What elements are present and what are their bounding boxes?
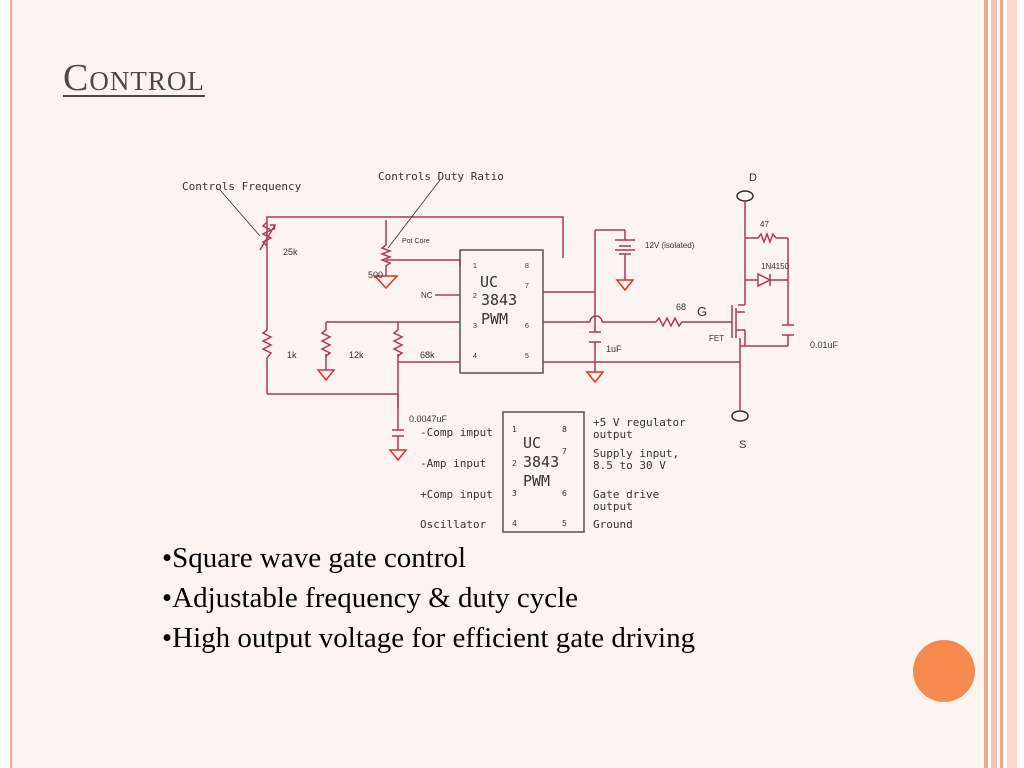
r68-label: 68 bbox=[676, 302, 686, 312]
controls-frequency-label: Controls Frequency bbox=[182, 180, 302, 193]
r68k-label: 68k bbox=[420, 350, 435, 360]
r47-label: 47 bbox=[760, 220, 769, 229]
nc-label: NC bbox=[421, 291, 433, 300]
c0047-label: 0.0047uF bbox=[409, 414, 448, 424]
accent-circle bbox=[913, 640, 975, 702]
chip-legend-pin: 4 bbox=[512, 519, 517, 528]
s-label: S bbox=[739, 439, 746, 451]
slide-title: Control bbox=[63, 57, 205, 99]
chip-top-pin: 3 bbox=[473, 323, 477, 330]
circuit-diagram: Controls Frequency Controls Duty Ratio 2… bbox=[182, 170, 839, 533]
bullet-item: •Adjustable frequency & duty cycle bbox=[162, 582, 579, 614]
fet-label: FET bbox=[709, 334, 724, 343]
chip-top-line2: 3843 bbox=[481, 291, 517, 309]
controls-duty-ratio-label: Controls Duty Ratio bbox=[378, 170, 504, 183]
chip-legend-line3: PWM bbox=[523, 472, 550, 490]
decor-stripe bbox=[1000, 0, 1003, 768]
decor-stripe bbox=[985, 0, 988, 768]
pot-core-label: Pot Core bbox=[402, 238, 430, 245]
slide-frame bbox=[10, 0, 986, 768]
chip-legend-pin: 7 bbox=[562, 447, 567, 456]
chip-top-pin: 7 bbox=[525, 283, 529, 290]
r1k-label: 1k bbox=[287, 350, 297, 360]
chip-top-pin: 5 bbox=[525, 353, 529, 360]
chip-top-pin: 1 bbox=[473, 263, 477, 270]
chip-legend-pin: 1 bbox=[512, 425, 517, 434]
pin-label-right: 8.5 to 30 V bbox=[593, 459, 666, 472]
chip-legend-line1: UC bbox=[523, 434, 541, 452]
c001-label: 0.01uF bbox=[810, 340, 839, 350]
diode-label: 1N4150 bbox=[761, 262, 790, 271]
r25k-label: 25k bbox=[283, 247, 298, 257]
supply-label: 12V (isolated) bbox=[645, 241, 695, 250]
pin-label-right: output bbox=[593, 428, 633, 441]
r12k-label: 12k bbox=[349, 350, 364, 360]
pin-label-right: +5 V regulator bbox=[593, 416, 686, 429]
decor-stripe bbox=[991, 0, 997, 768]
pin-label-right: output bbox=[593, 500, 633, 513]
pin-label-left: +Comp input bbox=[420, 488, 493, 501]
chip-legend-pin: 5 bbox=[562, 519, 567, 528]
bullet-item: •Square wave gate control bbox=[162, 542, 467, 574]
chip-legend-pin: 6 bbox=[562, 489, 567, 498]
pin-label-right: Supply input, bbox=[593, 447, 679, 460]
chip-top-line3: PWM bbox=[481, 310, 508, 328]
g-label: G bbox=[697, 304, 707, 319]
chip-top-pin: 2 bbox=[473, 293, 477, 300]
c1u-label: 1uF bbox=[606, 344, 622, 354]
bullet-item: •High output voltage for efficient gate … bbox=[162, 622, 696, 654]
chip-legend-line2: 3843 bbox=[523, 453, 559, 471]
chip-legend-pin: 3 bbox=[512, 489, 517, 498]
pin-label-right: Ground bbox=[593, 518, 633, 531]
chip-top-pin: 8 bbox=[525, 263, 529, 270]
bullet-list: •Square wave gate control •Adjustable fr… bbox=[162, 538, 782, 658]
d-label: D bbox=[749, 172, 757, 184]
r500-label: 500 bbox=[368, 270, 383, 280]
pin-label-left: -Amp input bbox=[420, 457, 486, 470]
chip-top-pin: 4 bbox=[473, 353, 477, 360]
chip-top-line1: UC bbox=[480, 273, 498, 291]
decor-stripe bbox=[1007, 0, 1017, 768]
chip-legend-pin: 2 bbox=[512, 459, 517, 468]
pin-label-right: Gate drive bbox=[593, 488, 659, 501]
pin-label-left: -Comp imput bbox=[420, 426, 493, 439]
pin-label-left: Oscillator bbox=[420, 518, 487, 531]
chip-legend-pin: 8 bbox=[562, 425, 567, 434]
chip-top-pin: 6 bbox=[525, 323, 529, 330]
